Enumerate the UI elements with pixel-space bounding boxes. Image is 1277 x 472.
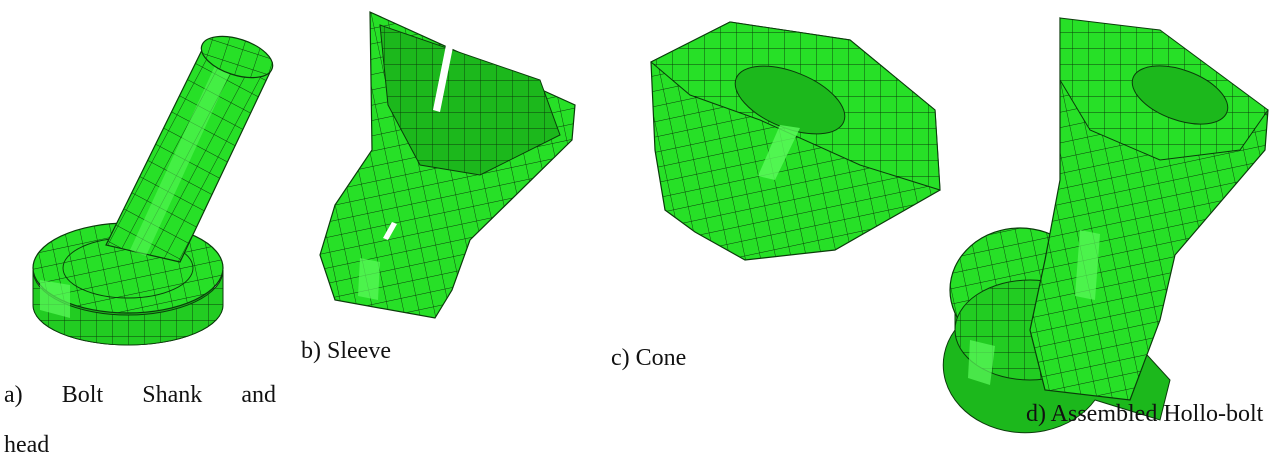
caption-bolt-shank-line1: a) Bolt Shank and [4, 383, 276, 407]
caption-a-word: a) [4, 382, 23, 408]
bolt-shank-and-head-model [32, 35, 274, 346]
caption-sleeve: b) Sleeve [301, 338, 391, 364]
sleeve-model [319, 11, 576, 319]
caption-a-word: and [241, 382, 276, 408]
caption-a-word: Shank [142, 382, 203, 408]
cone-model [650, 21, 941, 261]
assembled-hollo-bolt-model [942, 17, 1269, 434]
caption-cone: c) Cone [611, 345, 687, 371]
caption-a-word: Bolt [61, 382, 104, 408]
caption-bolt-shank-line2: head [4, 432, 50, 458]
caption-assembled-hollo-bolt: d) Assembled Hollo-bolt [1026, 401, 1264, 427]
